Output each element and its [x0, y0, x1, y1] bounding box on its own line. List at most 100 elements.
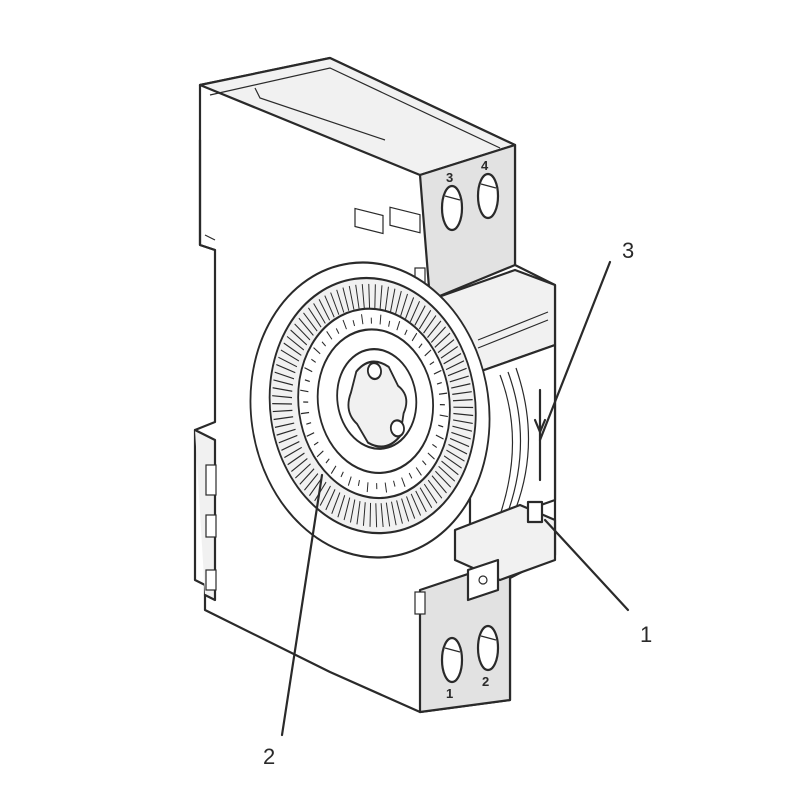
dial-segment: [415, 490, 427, 513]
dial-segment: [319, 485, 331, 506]
dial-segment: [419, 487, 433, 509]
dial-scale-tick: [326, 331, 333, 340]
dial-scale-tick: [439, 414, 448, 418]
dial-scale-tick: [432, 443, 437, 448]
dial-scale-tick: [313, 441, 319, 446]
dial-segment: [452, 425, 473, 432]
dial-segment: [443, 455, 462, 469]
dial-scale-tick: [366, 482, 369, 493]
terminal-label-top-right: 4: [481, 158, 489, 173]
dial-scale-tick: [376, 483, 378, 490]
dial-segment: [453, 419, 473, 425]
dial-scale-tick: [325, 458, 330, 464]
dial-scale-tick: [404, 329, 408, 336]
dial-segment: [446, 449, 465, 462]
dial-scale-tick: [427, 452, 435, 460]
dial-segment: [325, 489, 336, 511]
dial-segment: [375, 503, 378, 528]
dial-segment: [418, 309, 432, 330]
dial-scale-tick: [384, 482, 388, 493]
dial-segment: [362, 502, 366, 526]
dial-segment: [391, 501, 397, 526]
dial-segment: [453, 406, 474, 409]
switch-lever: [526, 500, 544, 524]
dial-segment: [273, 379, 294, 386]
dial-segment: [449, 437, 470, 448]
knob-lobe-right: [389, 419, 405, 438]
dial-segment: [276, 428, 296, 436]
top-ridge-line: [209, 67, 501, 149]
dial-segment: [274, 422, 295, 428]
dial-segment: [295, 463, 311, 479]
frame-detail-a: [477, 311, 549, 341]
dial-scale-tick: [436, 381, 442, 385]
dial-segment: [430, 326, 446, 343]
dial-scale-tick: [396, 320, 401, 331]
dial-scale-ticks: [300, 314, 448, 493]
top-slot-a: [354, 207, 384, 235]
screw-slot-4: [480, 183, 497, 189]
dial-scale-tick: [316, 450, 324, 458]
dial-segment: [298, 317, 314, 336]
dial-scale-tick: [439, 404, 445, 406]
dial-segment: [396, 500, 403, 524]
dial-rim-arc-a: [499, 374, 514, 516]
dial-segment: [290, 329, 308, 346]
dial-segment: [343, 497, 351, 521]
dial-scale-tick: [311, 358, 316, 363]
dial-scale-tick: [306, 422, 312, 425]
dial-scale-tick: [388, 320, 391, 327]
din-clip-slot-a: [205, 464, 217, 496]
top-slot-b: [389, 206, 421, 234]
dial-scale-tick: [304, 379, 310, 383]
dial-segment: [308, 307, 322, 328]
dial-segment: [441, 460, 459, 476]
dial-segment: [448, 443, 468, 455]
lower-terminal-block: 1 2: [440, 624, 500, 701]
dial-segment: [440, 345, 458, 359]
dial-segment: [400, 293, 408, 317]
dial-scale-tick: [422, 460, 427, 466]
dial-segment: [281, 440, 300, 451]
dial-scale-tick: [300, 389, 309, 393]
dial-segment: [435, 470, 452, 488]
dial-segment: [443, 353, 462, 365]
dial-scale-tick: [415, 467, 422, 476]
dial-segment: [453, 412, 474, 417]
dial-segment: [324, 295, 335, 318]
dial-segment: [348, 285, 355, 310]
dial-scale-tick: [303, 401, 309, 403]
dial-segment: [274, 371, 295, 380]
dial-segment: [276, 364, 296, 374]
dial-segment: [452, 399, 473, 402]
left-notch: [204, 234, 216, 241]
dial-segment: [438, 465, 456, 482]
dial-scale-tick: [330, 465, 337, 474]
dial-scale-tick: [379, 314, 382, 325]
terminal-screw-4: [476, 172, 500, 220]
terminal-label-top-left: 3: [446, 170, 453, 185]
dial-segment: [286, 335, 305, 351]
dial-segment: [349, 499, 356, 523]
dial-segment: [272, 387, 293, 392]
dial-segment: [379, 285, 383, 309]
dial-segment: [272, 395, 293, 399]
leader-line-3: [538, 260, 612, 442]
override-switch: [453, 500, 557, 602]
terminal-screw-1: [440, 636, 464, 684]
dial-segment: [449, 375, 469, 383]
dial-scale-tick: [435, 434, 444, 440]
terminal-screw-2: [476, 624, 500, 672]
dial-scale-tick: [438, 424, 444, 428]
dial-rim-arc-b: [507, 371, 522, 513]
dial-rim-arc-c: [515, 367, 530, 509]
dial-scale-tick: [438, 392, 448, 395]
upper-terminal-block: 3 4: [440, 158, 500, 232]
dial-segment: [331, 492, 341, 515]
terminal-screw-3: [440, 184, 464, 232]
knob-lobe-top: [366, 361, 382, 381]
dial-segment: [291, 457, 308, 473]
dial-segment: [278, 434, 298, 444]
dial-segment: [427, 479, 443, 499]
